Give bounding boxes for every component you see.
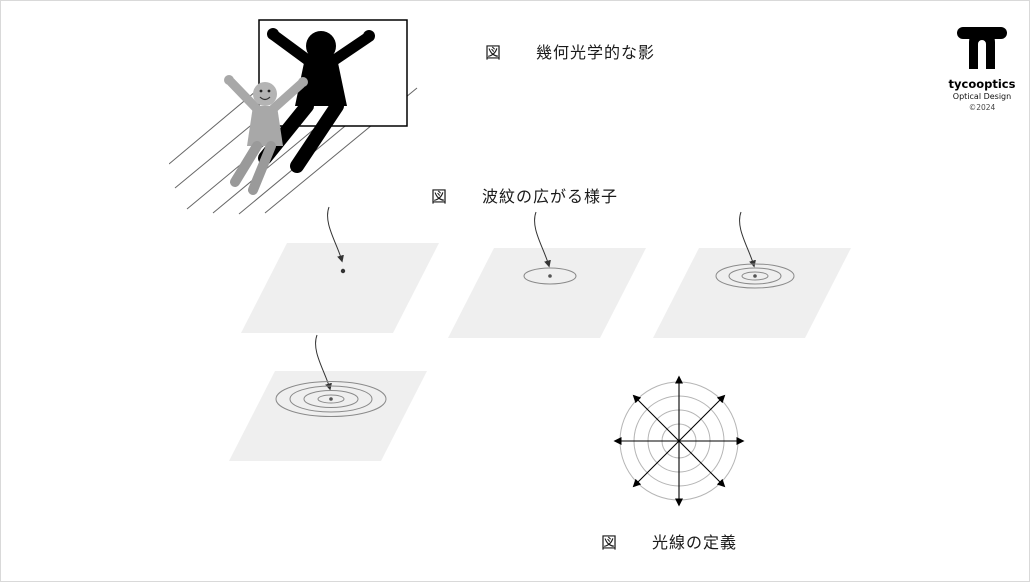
ripple-panel-4 [229,331,429,466]
wavefront-ellipse [741,271,769,281]
shadow-silhouette-icon [258,28,375,173]
logo-name: tycooptics [948,77,1016,91]
wavefront-ellipse [289,385,373,413]
drop-arrow-icon [327,206,344,263]
caption-ripple-figure: 図 波紋の広がる様子 [431,183,618,207]
ripple-panel-1 [241,203,441,338]
figure-title: 波紋の広がる様子 [482,187,619,206]
ripple-panel-2-icon [448,211,646,338]
ripple-center-dot [340,268,346,274]
wavefront-ellipse [523,267,577,285]
shadow-illustration [168,6,419,218]
tycooptics-logo-icon [957,27,1007,69]
shadow-scene-icon [168,19,418,215]
drop-arrow-icon [739,211,756,268]
figure-title: 幾何光学的な影 [536,43,656,62]
ripple-panel-3-icon [653,211,851,338]
ripple-panel-4-icon [229,334,427,461]
ray-circle-icon [613,375,745,507]
logo-block: tycooptics Optical Design ©2024 [943,27,1021,112]
wavefront-ellipse [303,390,359,408]
ripple-panel-3 [653,208,853,343]
figure-label: 図 [601,533,619,552]
ripple-panel-1-icon [241,206,439,333]
figure-title: 光線の定義 [652,533,738,552]
ripple-center-dot [329,397,333,401]
ripple-center-dot [753,274,757,278]
figure-label: 図 [431,187,449,206]
wavefront-ellipse [728,267,782,285]
radial-ray-arrows [613,375,745,507]
person-figure-icon [224,75,308,195]
water-surface [448,248,646,338]
logo-subtitle: Optical Design [952,92,1012,101]
figure-label: 図 [485,43,503,62]
caption-shadow-figure: 図 幾何光学的な影 [485,39,655,63]
drop-arrow-icon [534,211,551,268]
wavefront-ellipse [275,381,387,417]
logo-copyright: ©2024 [968,103,996,112]
caption-ray-figure: 図 光線の定義 [601,529,737,553]
ray-definition-diagram [594,356,764,526]
water-surface [653,248,851,338]
water-surface [241,243,439,333]
wavefront-ellipse [715,263,795,289]
wavefront-ellipse [317,394,345,404]
ripple-panel-2 [448,208,648,343]
drop-arrow-icon [315,334,332,391]
ripple-center-dot [548,274,552,278]
